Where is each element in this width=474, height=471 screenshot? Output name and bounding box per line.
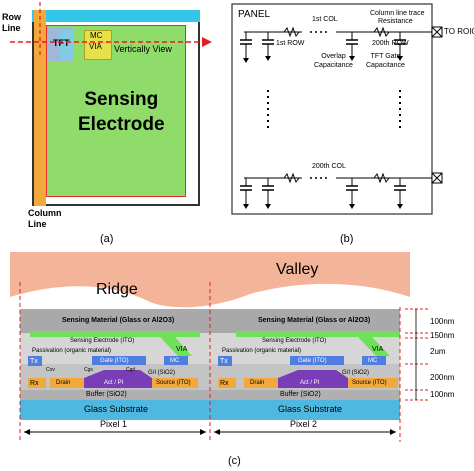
to-roic-label: TO ROIC: [444, 27, 474, 36]
passivation-label-1: Passivation (organic material): [32, 348, 112, 354]
rx-label-2: Rx: [220, 380, 229, 387]
tft-gate-overlay: [60, 30, 74, 60]
vertical-view-label: Vertically View: [114, 44, 172, 54]
dim-100nm-bottom: 100nm: [430, 390, 455, 399]
panel-b: PANEL 1st COL Column line trace Resistan…: [224, 0, 474, 250]
caption-b: (b): [340, 233, 354, 245]
sensing-electrode-label-1: Sensing Electrode (ITO): [70, 338, 135, 344]
caption-a: (a): [100, 233, 114, 245]
act-pi-label-2: Act / PI: [300, 380, 320, 386]
tft-label: TFT: [53, 38, 70, 48]
dim-2um: 2um: [430, 347, 446, 356]
first-row-label: 1st ROW: [276, 40, 305, 47]
dim-150nm: 150nm: [430, 331, 455, 340]
gi-label-2: G/I (SiO2): [342, 370, 370, 376]
vertical-view-arrow: [10, 2, 212, 56]
glass-label-2: Glass Substrate: [278, 404, 343, 414]
caption-c: (c): [228, 455, 241, 467]
col-200-label: 200th COL: [312, 163, 346, 170]
buffer-label-2: Buffer (SiO2): [280, 391, 321, 398]
column-line-label: Column Line: [28, 208, 62, 229]
panel-c: Ridge Valley Sensing Material (Glass or …: [0, 252, 474, 471]
drain-label-2: Drain: [250, 380, 265, 386]
row-200-label: 200th ROW: [372, 40, 409, 47]
c-gs-label: Cgs: [84, 367, 93, 373]
act-pi-label-1: Act / PI: [104, 380, 124, 386]
gi-label-1: G/I (SiO2): [148, 370, 176, 376]
c-gd-label: Cgd: [126, 367, 136, 373]
c-ov-label: Cov: [46, 367, 55, 373]
sensing-material-label-1: Sensing Material (Glass or Al2O3): [62, 317, 175, 324]
dim-100nm-top: 100nm: [430, 317, 455, 326]
row-line: [32, 10, 200, 22]
overlap-cap-label: Overlap Capacitance: [314, 53, 353, 70]
sensing-electrode-label: Sensing Electrode: [78, 89, 165, 135]
mc-via-box: [84, 30, 112, 60]
passivation-label-2: Passivation (organic material): [222, 348, 302, 354]
sensing-electrode-label-2: Sensing Electrode (ITO): [262, 338, 327, 344]
gate-label-2: Gate (ITO): [298, 358, 327, 364]
gate-label-1: Gate (ITO): [100, 358, 129, 364]
pixel2-label: Pixel 2: [288, 419, 320, 429]
first-col-label: 1st COL: [312, 16, 338, 23]
via-label-2: VIA: [372, 346, 384, 353]
resistance-label: Resistance: [378, 18, 413, 25]
drain-label-1: Drain: [56, 380, 71, 386]
via-label: VIA: [89, 42, 102, 51]
tft-gate-cap-label: TFT Gate Capacitance: [366, 53, 405, 70]
panel-label: PANEL: [238, 9, 271, 20]
mc-label: MC: [90, 31, 103, 40]
mc-label-1: MC: [170, 358, 180, 364]
tx-label-2: Tx: [220, 358, 228, 365]
glass-label-1: Glass Substrate: [84, 404, 149, 414]
ridge-label: Ridge: [96, 281, 138, 298]
row-line-label: Row Line: [2, 12, 21, 33]
mc-label-2: MC: [368, 358, 378, 364]
via-label-1: VIA: [176, 346, 188, 353]
source-label-2: Source (ITO): [352, 380, 387, 386]
buffer-label-1: Buffer (SiO2): [86, 391, 127, 398]
tx-label-1: Tx: [30, 358, 38, 365]
valley-label: Valley: [276, 261, 319, 278]
column-trace-label: Column line trace: [370, 10, 425, 17]
dim-200nm: 200nm: [430, 373, 455, 382]
cross-section: [10, 252, 428, 442]
rx-label-1: Rx: [30, 380, 39, 387]
source-label-1: Source (ITO): [156, 380, 191, 386]
pixel1-label: Pixel 1: [98, 419, 130, 429]
column-line: [34, 10, 46, 206]
panel-a: TFT MC VIA Vertically View Sensing Elect…: [0, 0, 220, 250]
circuit-diagram: [231, 3, 443, 215]
sensing-material-label-2: Sensing Material (Glass or Al2O3): [258, 317, 371, 324]
